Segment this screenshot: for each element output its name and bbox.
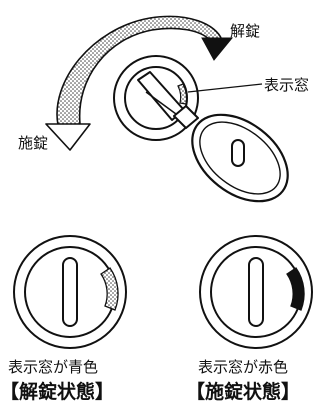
indicator-window-label: 表示窓 [264,76,309,94]
locked-keyway [248,257,264,327]
unlock-arrowhead [201,37,234,61]
unlocked-state-label: 【解錠状態】 [0,380,114,403]
unlocked-caption: 表示窓が青色 [8,358,98,376]
locked-caption: 表示窓が赤色 [198,358,288,376]
locked-state-label: 【施錠状態】 [186,380,300,403]
rotation-arrow [45,15,234,151]
lock-label: 施錠 [18,134,48,152]
locked-indicator-window [286,267,305,311]
locked-state-diagram [199,235,313,349]
unlock-label: 解錠 [230,22,260,40]
key-hole [231,139,245,167]
key [137,71,289,203]
unlocked-indicator-window [100,267,119,311]
lock-arrowhead [45,123,91,151]
unlocked-state-diagram [13,235,127,349]
cylinder-indicator-window [177,83,188,105]
unlocked-keyway [62,257,78,327]
indicator-leader-line [187,83,263,93]
